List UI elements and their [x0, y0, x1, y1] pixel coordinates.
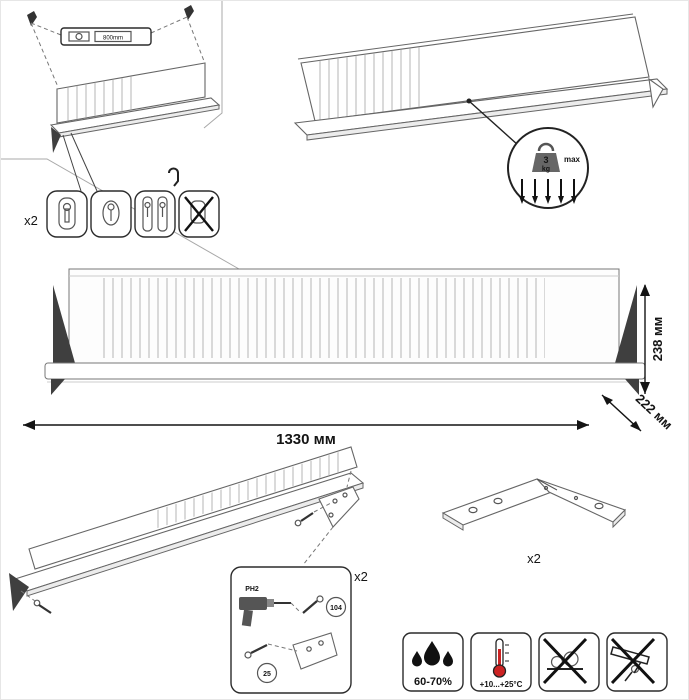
side-bracket [648, 77, 664, 109]
assembly-qty-label: x2 [354, 569, 368, 584]
height-dimension: 238 мм [640, 284, 665, 394]
kettlebell-weight-icon: 3 kg [532, 142, 560, 173]
temperature-box: +10...+25°C [470, 632, 532, 692]
temperature-label: +10...+25°C [480, 680, 523, 689]
spirit-level: 800mm [60, 27, 152, 46]
weight-max-label: max [564, 155, 581, 164]
scene-bracket-part: x2 [441, 478, 627, 566]
hook-icon [168, 167, 179, 187]
detached-bracket [302, 470, 360, 566]
max-weight-callout: 3 kg max [507, 127, 589, 209]
hardware-option-4 [178, 190, 220, 238]
wall-hook-right-icon [184, 5, 194, 20]
hardware-option-1 [46, 190, 88, 238]
care-instructions: 60-70% +10...+25°C [402, 632, 668, 692]
water-drops-icon [412, 641, 453, 667]
bracket-in-box [292, 632, 338, 670]
screw-icon [244, 643, 298, 659]
wall-hook-left-icon [27, 11, 37, 26]
level-measure-label: 800mm [103, 36, 123, 42]
no-pulling-box [606, 632, 668, 692]
scene-dimensions: 1330 мм 238 мм 222 мм [23, 268, 676, 448]
prohibited-x-icon [610, 637, 656, 685]
not-allowed-x-icon [184, 196, 214, 232]
scene-weight-limit: 3 kg max [293, 13, 669, 209]
thermometer-icon [492, 638, 509, 678]
screw-icon [20, 590, 52, 614]
prohibited-x-icon [542, 637, 588, 685]
load-arrows-icon [519, 179, 577, 204]
hardware-qty-label: x2 [24, 213, 38, 228]
no-dishes-box [538, 632, 600, 692]
scene-wall-mounting: 800mm x2 [1, 1, 240, 270]
keyhole-slot-icon [142, 196, 168, 232]
screw-icon [294, 502, 332, 527]
drill-icon [239, 597, 291, 627]
weight-value-label: 3 [543, 155, 548, 165]
humidity-label: 60-70% [414, 676, 452, 688]
height-label: 238 мм [650, 317, 665, 362]
depth-label: 222 мм [633, 391, 676, 432]
screw-icon [302, 595, 324, 614]
attached-bracket [9, 573, 29, 611]
oval-hanger-icon [102, 200, 120, 226]
tipping-shelf-person-icon [610, 646, 650, 682]
callout-top-label: 104 [330, 605, 342, 612]
bit-label: PH2 [245, 586, 259, 593]
callout-bottom-label: 25 [263, 671, 271, 678]
hardware-option-2 [90, 190, 132, 238]
hardware-option-3 [134, 190, 176, 238]
callout-bottom: 25 [256, 662, 278, 684]
small-shelf-drawing [49, 62, 221, 153]
side-bracket [51, 127, 61, 153]
keyhole-hanger-icon [58, 197, 76, 230]
left-side-panel [53, 285, 75, 363]
depth-dimension: 222 мм [601, 391, 676, 432]
weight-unit-label: kg [542, 166, 550, 173]
right-side-panel [615, 285, 637, 363]
humidity-box: 60-70% [402, 632, 464, 692]
width-label: 1330 мм [276, 431, 336, 448]
assembly-detail-box: PH2 104 [230, 566, 352, 694]
scene-assembly: x2 PH2 104 [9, 446, 368, 694]
callout-top: 104 [325, 596, 347, 618]
bracket-qty-label: x2 [527, 551, 541, 566]
width-dimension: 1330 мм [23, 420, 589, 448]
